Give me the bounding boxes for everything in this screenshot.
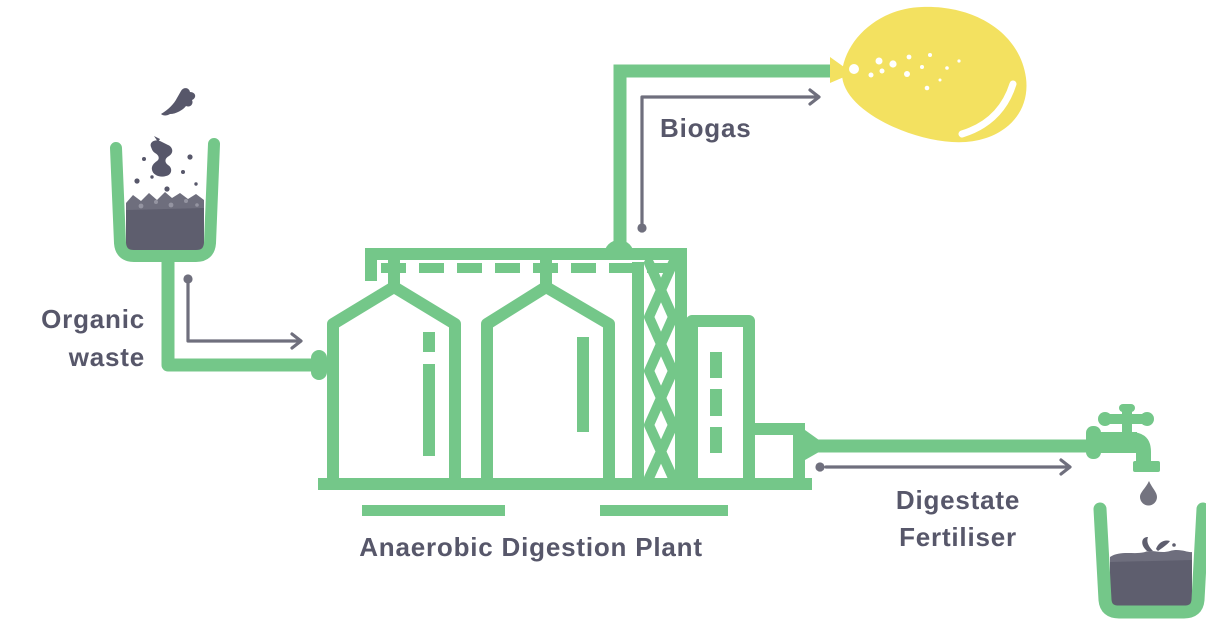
silo-2 (481, 281, 615, 482)
outlet-box-top (743, 423, 805, 435)
plant-label: Anaerobic Digestion Plant (359, 532, 703, 562)
silo1-gauge-dot (423, 332, 435, 352)
conveyor-bar (365, 248, 687, 260)
feed-pipe (161, 254, 318, 372)
shadow-bar-right (600, 505, 728, 516)
drop-icon (1140, 481, 1157, 506)
organic-waste-line1: Organic (41, 304, 145, 334)
tower-rail-left (632, 262, 644, 482)
organic-waste-line2: waste (68, 342, 145, 372)
silo2-gauge-bar (577, 337, 589, 432)
digestate-arrow (815, 458, 1072, 476)
organic-waste-label: Organic waste (0, 300, 145, 376)
apple-core-icon (150, 136, 173, 177)
waste-specks (138, 199, 199, 209)
outlet-box-wall (793, 423, 805, 482)
building-vents (710, 352, 722, 453)
tap-icon (1086, 404, 1160, 472)
arrowhead (1059, 458, 1072, 476)
digestion-plant-icon (318, 240, 819, 516)
tower-rail-right (675, 248, 687, 482)
falling-crumbs (134, 154, 198, 192)
tower-lattice (644, 258, 678, 483)
waste-body (126, 208, 204, 252)
fertiliser-splash (1142, 537, 1176, 551)
biogas-bubbles (849, 53, 961, 91)
digestate-label: Digestate Fertiliser (848, 482, 1068, 556)
silo1-gauge-bar (423, 364, 435, 456)
biogas-output (613, 6, 1027, 256)
fertiliser-body (1110, 560, 1192, 606)
fertiliser-bucket-outline (1093, 502, 1206, 619)
organic-waste-arrow (183, 274, 303, 350)
balloon-highlight (958, 80, 1017, 138)
digestate-line2: Fertiliser (899, 522, 1017, 552)
digestate-output (815, 404, 1206, 619)
digestate-line1: Digestate (895, 485, 1021, 515)
shadow-bar-left (362, 505, 505, 516)
out-building (686, 315, 755, 482)
biogas-balloon-icon (841, 6, 1027, 143)
silo-1 (327, 281, 461, 482)
arrowhead (290, 332, 303, 350)
biogas-pipe (613, 64, 831, 256)
fertiliser-bucket-icon (1093, 502, 1206, 619)
waste-bucket-icon (110, 88, 327, 380)
fly-icon (161, 88, 196, 116)
conveyor-post-left (365, 248, 377, 281)
arrowhead (808, 88, 821, 106)
biogas-label: Biogas (660, 113, 752, 143)
biogas-arrow (637, 88, 821, 233)
balloon-knot (830, 57, 844, 83)
inlet-nub (311, 350, 327, 380)
ground-line (318, 478, 812, 490)
